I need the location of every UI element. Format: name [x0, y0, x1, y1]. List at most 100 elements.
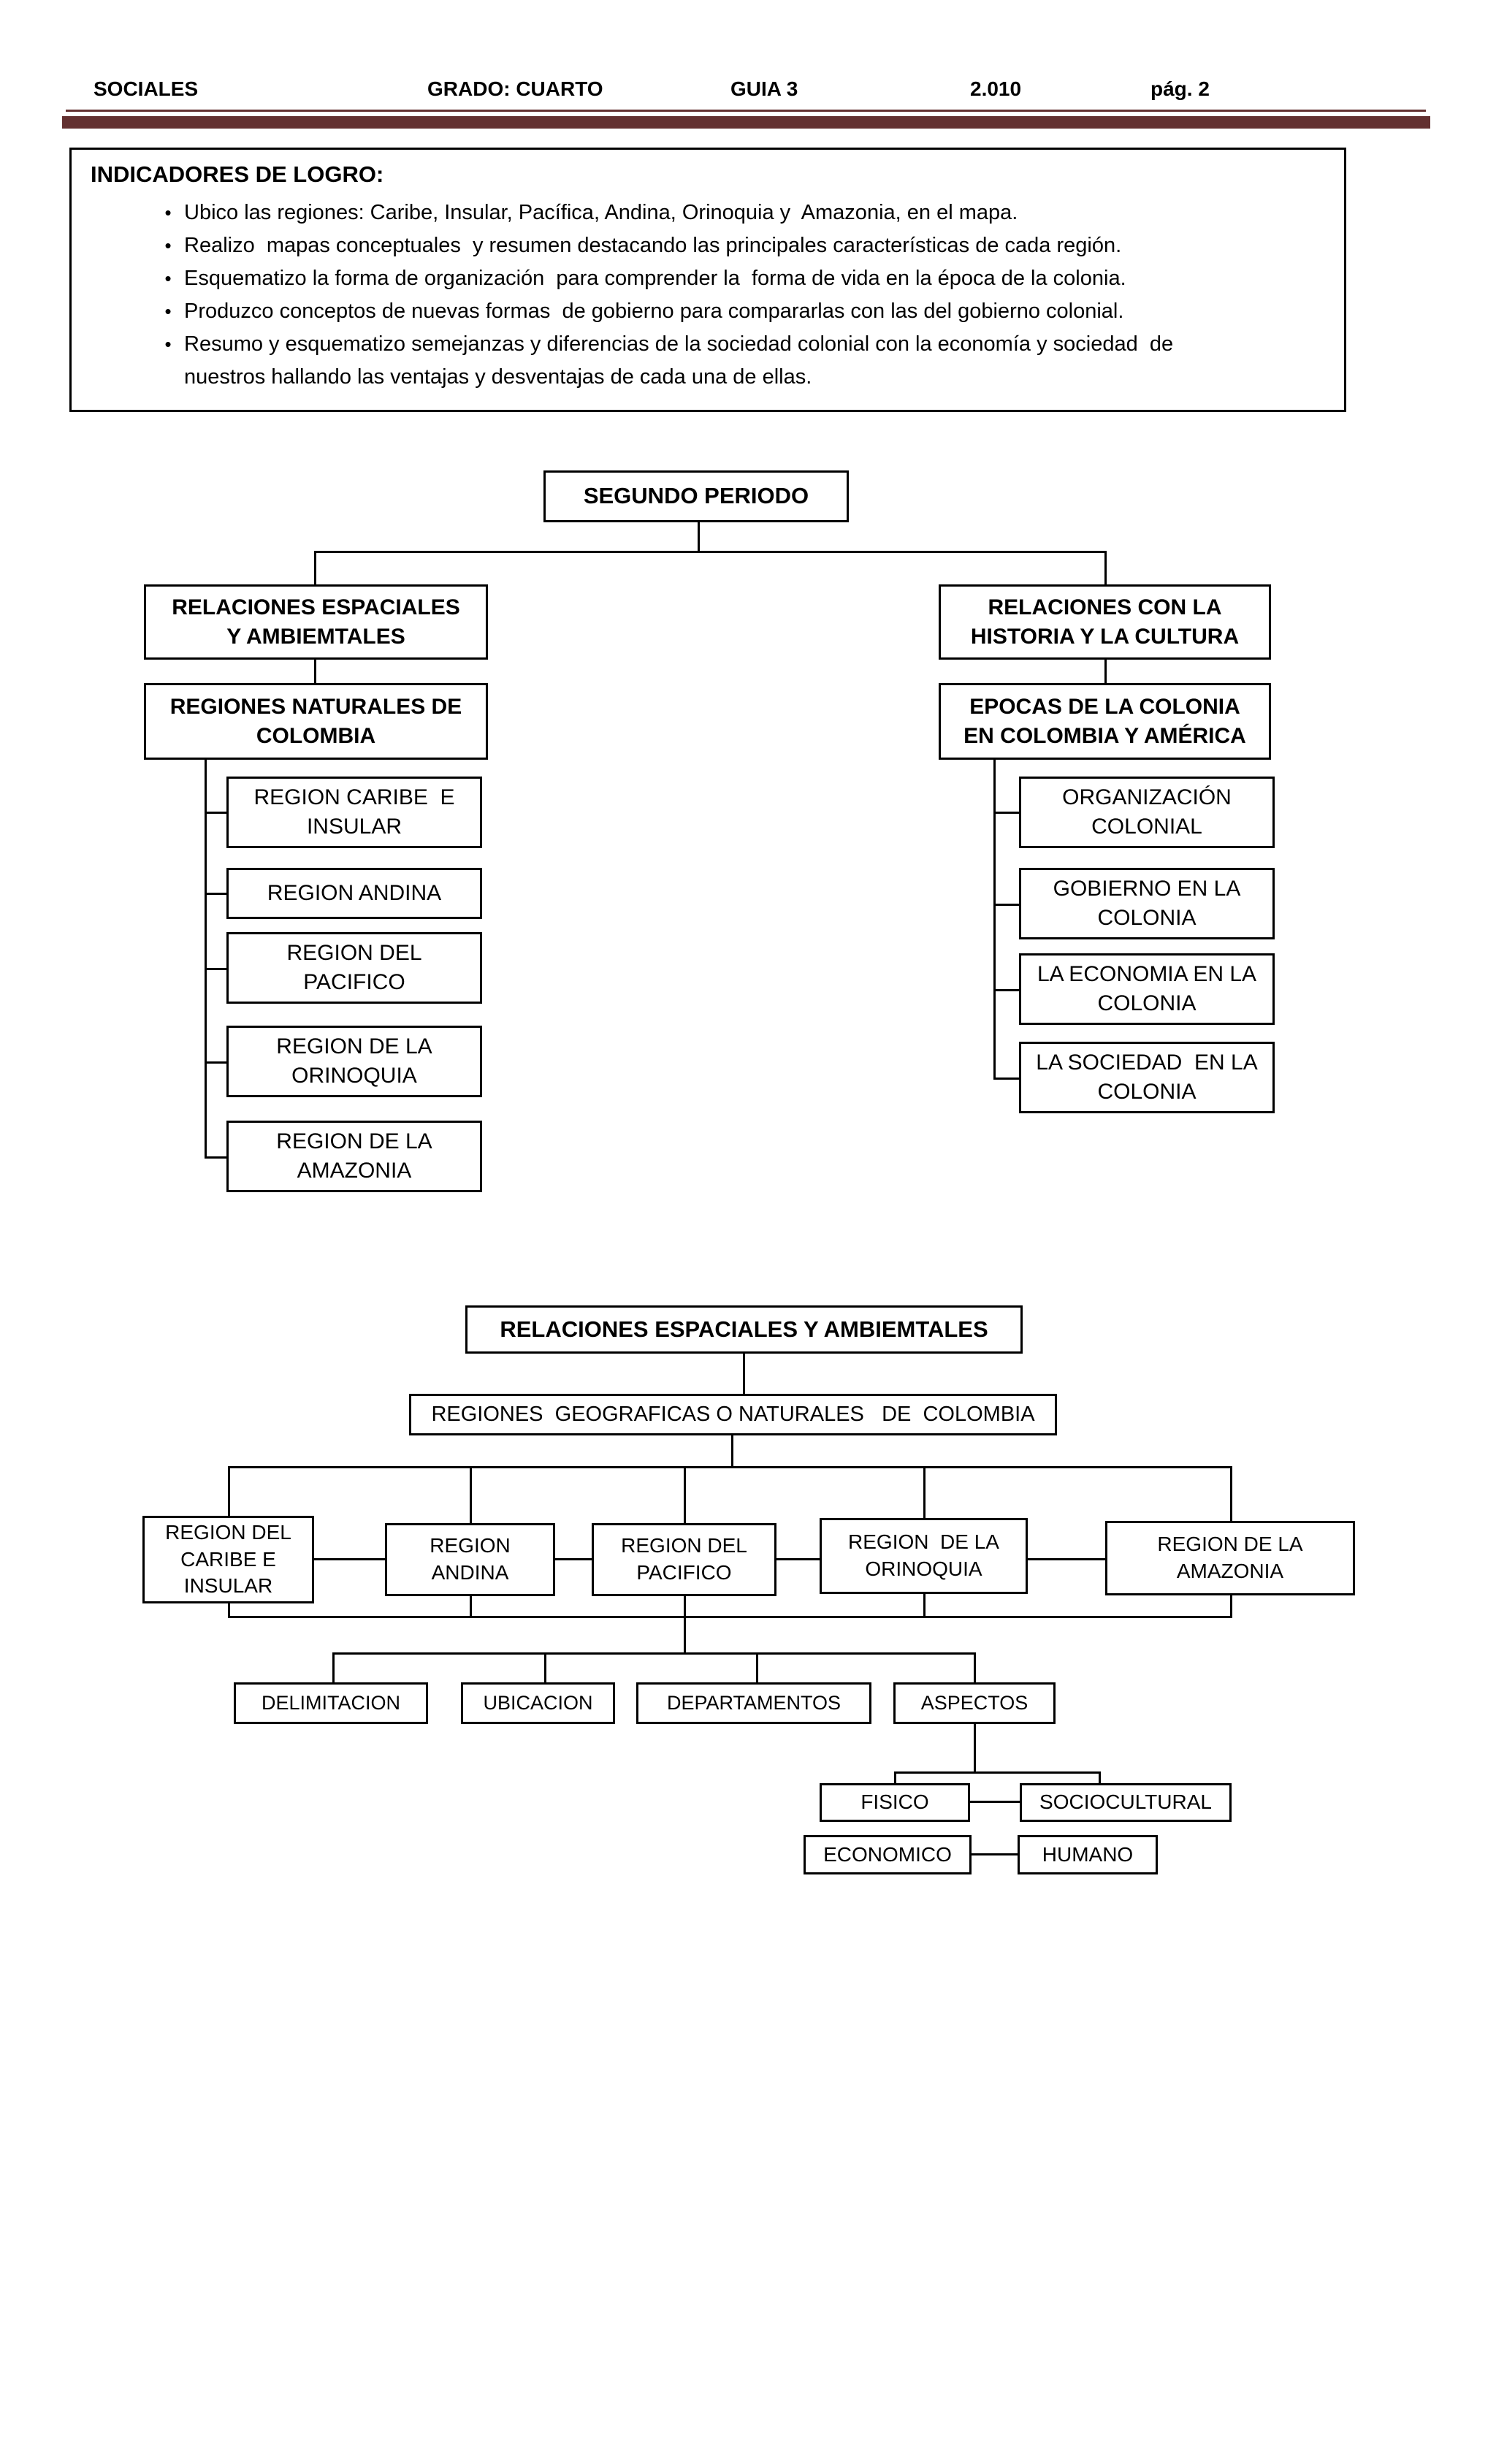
connector [205, 893, 229, 895]
connector [993, 1077, 1021, 1080]
list-item-text: Realizo mapas conceptuales y resumen des… [184, 234, 1122, 257]
node-region-amazonia: REGION DE LA AMAZONIA [226, 1121, 482, 1192]
node-organizacion-colonial: ORGANIZACIÓN COLONIAL [1019, 777, 1275, 848]
node-region-caribe-insular: REGION CARIBE E INSULAR [226, 777, 482, 848]
connector [544, 1652, 546, 1682]
connector [993, 812, 1021, 814]
header-year: 2.010 [970, 77, 1022, 100]
list-item-text: Produzco conceptos de nuevas formas de g… [184, 300, 1124, 323]
node-d2-region-caribe: REGION DEL CARIBE E INSULAR [142, 1516, 314, 1603]
connector [743, 1354, 745, 1394]
bullet-dot: • [164, 267, 172, 289]
connector [756, 1652, 758, 1682]
connector [205, 812, 229, 814]
node-d2-region-orinoquia: REGION DE LA ORINOQUIA [820, 1518, 1028, 1594]
connector [684, 1466, 686, 1525]
node-sociedad-colonia: LA SOCIEDAD EN LA COLONIA [1019, 1042, 1275, 1113]
header-rule-thick [62, 116, 1430, 129]
connector [1104, 551, 1107, 587]
node-region-andina: REGION ANDINA [226, 868, 482, 919]
connector [1230, 1595, 1232, 1618]
bullet-dot: • [164, 202, 172, 224]
node-fisico: FISICO [820, 1783, 970, 1822]
node-d2-region-andina: REGION ANDINA [385, 1523, 555, 1596]
connector [1104, 660, 1107, 683]
indicadores-list: • Ubico las regiones: Caribe, Insular, Pa… [152, 197, 1291, 394]
node-region-pacifico: REGION DEL PACIFICO [226, 932, 482, 1004]
connector [698, 522, 700, 551]
connector [470, 1596, 472, 1618]
node-departamentos: DEPARTAMENTOS [636, 1682, 871, 1724]
connector [974, 1652, 976, 1682]
connector [974, 1724, 976, 1771]
node-d2-title: RELACIONES ESPACIALES Y AMBIEMTALES [465, 1305, 1023, 1354]
connector-spine [993, 760, 996, 1079]
list-item: • Realizo mapas conceptuales y resumen de… [152, 229, 1291, 262]
list-item: • Produzco conceptos de nuevas formas de … [152, 295, 1291, 328]
connector [470, 1466, 472, 1525]
node-gobierno-colonia: GOBIERNO EN LA COLONIA [1019, 868, 1275, 939]
node-sociocultural: SOCIOCULTURAL [1020, 1783, 1232, 1822]
connector [228, 1466, 230, 1517]
node-regiones-naturales: REGIONES NATURALES DE COLOMBIA [144, 683, 488, 760]
list-item: • Ubico las regiones: Caribe, Insular, Pa… [152, 197, 1291, 229]
connector [684, 1616, 686, 1655]
connector [993, 904, 1021, 906]
header-guide: GUIA 3 [730, 77, 798, 100]
indicadores-title: INDICADORES DE LOGRO: [91, 161, 384, 187]
node-aspectos: ASPECTOS [893, 1682, 1056, 1724]
connector [1230, 1466, 1232, 1522]
list-item-text: Resumo y esquematizo semejanzas y difere… [184, 332, 1180, 389]
connector [314, 551, 316, 587]
connector-bus [228, 1616, 1232, 1618]
connector [228, 1602, 230, 1618]
node-economico: ECONOMICO [804, 1835, 972, 1874]
list-item: • Resumo y esquematizo semejanzas y difer… [152, 328, 1291, 394]
connector [1028, 1558, 1105, 1560]
node-ubicacion: UBICACION [461, 1682, 615, 1724]
connector [314, 660, 316, 683]
connector [205, 1156, 229, 1159]
header-grade: GRADO: CUARTO [427, 77, 603, 100]
bullet-dot: • [164, 333, 172, 355]
node-d2-subtitle: REGIONES GEOGRAFICAS O NATURALES DE COLO… [409, 1394, 1057, 1435]
connector [205, 1061, 229, 1064]
node-economia-colonia: LA ECONOMIA EN LA COLONIA [1019, 953, 1275, 1025]
header-rule-thin [66, 110, 1426, 112]
connector [972, 1853, 1018, 1855]
connector [776, 1558, 820, 1560]
connector [555, 1558, 592, 1560]
node-relaciones-historia-cultura: RELACIONES CON LA HISTORIA Y LA CULTURA [939, 584, 1271, 660]
node-d2-region-amazonia: REGION DE LA AMAZONIA [1105, 1521, 1355, 1595]
node-region-orinoquia: REGION DE LA ORINOQUIA [226, 1026, 482, 1097]
node-d2-region-pacifico: REGION DEL PACIFICO [592, 1523, 776, 1596]
header-subject: SOCIALES [94, 77, 199, 100]
bullet-dot: • [164, 234, 172, 256]
connector [314, 551, 1107, 553]
connector [1099, 1771, 1101, 1783]
connector [684, 1596, 686, 1618]
connector-bus [894, 1771, 1100, 1774]
connector [332, 1652, 335, 1682]
connector-spine [205, 760, 207, 1158]
connector [993, 989, 1021, 991]
connector-bus [332, 1652, 976, 1655]
list-item-text: Esquematizo la forma de organización par… [184, 267, 1126, 290]
node-relaciones-espaciales: RELACIONES ESPACIALES Y AMBIEMTALES [144, 584, 488, 660]
bullet-dot: • [164, 300, 172, 322]
node-delimitacion: DELIMITACION [234, 1682, 428, 1724]
connector [970, 1801, 1020, 1803]
connector [923, 1466, 926, 1519]
list-item: • Esquematizo la forma de organización pa… [152, 262, 1291, 295]
header-page-number: pág. 2 [1150, 77, 1210, 100]
connector-bus [228, 1466, 1230, 1468]
node-humano: HUMANO [1018, 1835, 1158, 1874]
node-segundo-periodo: SEGUNDO PERIODO [543, 470, 849, 522]
connector [923, 1594, 926, 1618]
connector [314, 1558, 385, 1560]
list-item-text: Ubico las regiones: Caribe, Insular, Pac… [184, 201, 1018, 224]
connector [731, 1435, 733, 1466]
connector [894, 1771, 896, 1783]
node-epocas-colonia: EPOCAS DE LA COLONIA EN COLOMBIA Y AMÉRI… [939, 683, 1271, 760]
